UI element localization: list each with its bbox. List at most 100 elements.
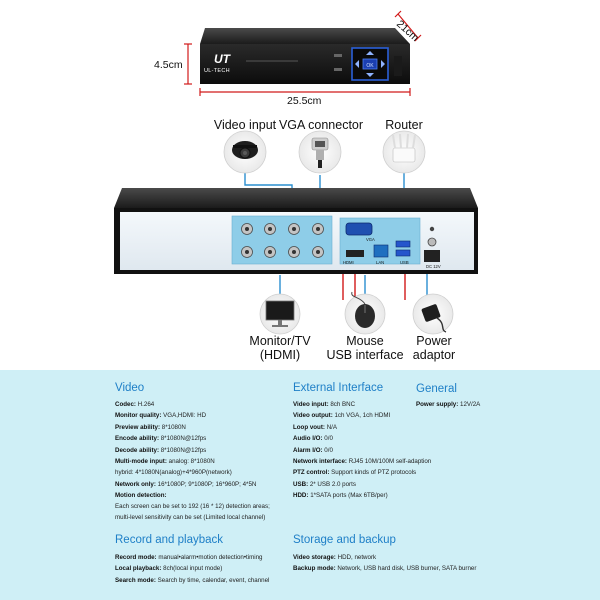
ul-tech-logo: UT UL-TECH (204, 52, 232, 74)
spec-value: Search by time, calendar, event, channel (155, 576, 270, 584)
spec-key: Backup mode: (293, 565, 336, 573)
dvr-front-view (200, 28, 410, 84)
spec-row: USB: 2* USB 2.0 ports (293, 481, 356, 489)
spec-key: Local playback: (115, 565, 162, 573)
spec-row: Power supply: 12V/2A (416, 401, 480, 409)
spec-row: Network only: 16*1080P; 9*1080P; 16*960P… (115, 481, 256, 489)
record-section-title: Record and playback (115, 534, 224, 546)
spec-row: Backup mode: Network, USB hard disk, USB… (293, 565, 476, 573)
motion-detection-note: multi-level sensitivity can be set (Limi… (115, 514, 266, 522)
spec-key: Video output: (293, 412, 333, 420)
spec-value: RJ45 10M/100M self-adaption (346, 458, 432, 465)
spec-value: HDD, network (335, 554, 377, 561)
spec-row: Motion detection: (115, 492, 167, 500)
spec-value: 12V/2A (458, 401, 481, 408)
spec-value: 8*1080N@12fps (159, 446, 207, 454)
spec-key: Monitor quality: (115, 412, 162, 420)
spec-row: Encode ability: 8*1080N@12fps (115, 435, 206, 443)
spec-key: Loop vout: (293, 423, 325, 431)
spec-row: Decode ability: 8*1080N@12fps (115, 447, 206, 455)
mouse-label-line2: USB interface (326, 348, 404, 362)
spec-key: HDD: (293, 492, 309, 500)
spec-value: 1ch VGA, 1ch HDMI (332, 412, 391, 420)
spec-key: Record mode: (115, 554, 157, 561)
general-section-title: General (416, 383, 457, 395)
spec-row: PTZ control: Support kinds of PTZ protoc… (293, 469, 416, 477)
spec-value: N/A (324, 423, 338, 431)
spec-row: Video input: 8ch BNC (293, 401, 355, 409)
spec-value: Network, USB hard disk, USB burner, SATA… (335, 565, 477, 573)
camera-callout-circle (223, 130, 267, 174)
front-ok-text: OK (366, 63, 374, 69)
motion-detection-note: Each screen can be set to 192 (16 * 12) … (115, 503, 270, 510)
mouse-callout-circle (344, 291, 386, 335)
spec-key: Audio I/O: (293, 435, 323, 443)
spec-row: Record mode: manual•alarm•motion detecti… (115, 554, 263, 562)
monitor-label-line2: (HDMI) (259, 348, 301, 362)
spec-value: VGA,HDMI: HD (161, 412, 207, 420)
power-label-line2: adaptor (412, 348, 456, 362)
spec-value: H.264 (135, 401, 155, 408)
spec-key: Network only: (115, 480, 156, 488)
spec-row: Multi-mode input: analog: 8*1080N (115, 458, 215, 466)
spec-value: 0/0 (322, 435, 333, 443)
product-illustration: OK UT UL-TECH (114, 10, 478, 335)
spec-value: manual•alarm•motion detection•timing (156, 554, 263, 561)
rear-hdmi-label: HDMI (343, 260, 354, 265)
power-label-line1: Power (416, 334, 452, 348)
spec-row: Local playback: 8ch(local input mode) (115, 565, 222, 573)
spec-key: Preview ability: (115, 423, 161, 431)
storage-section-title: Storage and backup (293, 534, 396, 546)
spec-value: 0/0 (322, 446, 333, 454)
spec-key: Decode ability: (115, 446, 160, 454)
spec-value: 16*1080P; 9*1080P; 16*960P; 4*5N (155, 480, 257, 488)
spec-key: Video input: (293, 401, 329, 408)
rear-lan-label: LAN (376, 260, 384, 265)
spec-key: Motion detection: (115, 492, 167, 500)
vga-cable-callout-circle (298, 130, 342, 174)
spec-row: Alarm I/O: 0/0 (293, 447, 333, 455)
rear-dc-label: DC 12V (426, 264, 441, 269)
spec-row: Search mode: Search by time, calendar, e… (115, 577, 269, 585)
monitor-label: Monitor/TV (HDMI) (245, 334, 315, 362)
dimension-height: 4.5cm (154, 59, 183, 71)
spec-key: PTZ control: (293, 469, 330, 477)
router-callout-circle (382, 130, 426, 174)
dimension-width: 25.5cm (287, 95, 322, 107)
mouse-label: Mouse USB interface (325, 334, 405, 362)
spec-key: Video storage: (293, 554, 336, 561)
video-section-title: Video (115, 382, 145, 394)
monitor-label-line1: Monitor/TV (249, 334, 311, 348)
spec-key: Power supply: (416, 401, 459, 408)
external-interface-title: External Interface (293, 382, 384, 394)
spec-row: hybrid: 4*1080N(analog)+4*960P(network) (115, 469, 232, 477)
spec-row: Monitor quality: VGA,HDMI: HD (115, 412, 206, 420)
spec-row: Loop vout: N/A (293, 424, 337, 432)
spec-value: 8ch(local input mode) (161, 565, 223, 573)
monitor-callout-circle (259, 293, 301, 335)
spec-row: Audio I/O: 0/0 (293, 435, 333, 443)
spec-key: Search mode: (115, 576, 156, 584)
spec-value: hybrid: 4*1080N(analog)+4*960P(network) (115, 469, 232, 477)
spec-key: Network interface: (293, 458, 347, 465)
spec-value: 8ch BNC (328, 401, 356, 408)
spec-value: 8*1080N (160, 423, 186, 431)
svg-text:UT: UT (214, 52, 232, 66)
spec-value: 2* USB 2.0 ports (308, 480, 356, 488)
product-diagram: OK UT UL-TECH (114, 10, 478, 362)
svg-text:UL-TECH: UL-TECH (204, 68, 230, 74)
spec-value: 8*1080N@12fps (159, 435, 207, 443)
spec-row: Video output: 1ch VGA, 1ch HDMI (293, 412, 390, 420)
spec-value: analog: 8*1080N (166, 458, 215, 465)
spec-key: USB: (293, 480, 309, 488)
rear-usb-label: USB (400, 260, 409, 265)
dimension-lines (184, 10, 422, 96)
vga-connector-label: VGA connector (278, 118, 364, 132)
power-adaptor-callout-circle (412, 293, 454, 335)
rear-vga-label: VGA (366, 237, 375, 242)
mouse-label-line1: Mouse (346, 334, 384, 348)
spec-key: Alarm I/O: (293, 446, 323, 454)
spec-value: 1*SATA ports (Max 6TB/per) (308, 492, 388, 500)
spec-row: HDD: 1*SATA ports (Max 6TB/per) (293, 492, 388, 500)
